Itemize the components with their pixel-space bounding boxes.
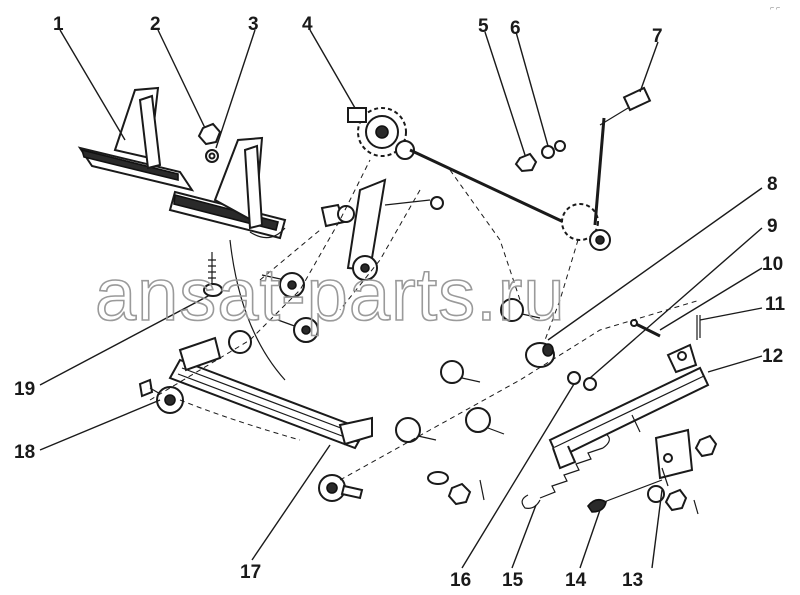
lower-bolt	[318, 474, 364, 502]
leader-lines	[39, 29, 763, 569]
cable-end	[587, 479, 663, 513]
lever-arm	[548, 343, 710, 470]
sprocket-gear	[347, 107, 415, 160]
callout-6: 6	[510, 18, 521, 39]
center-fasteners	[395, 298, 541, 506]
callout-8: 8	[767, 174, 778, 195]
callout-14: 14	[565, 570, 587, 591]
callout-1: 1	[53, 14, 64, 35]
callout-numbers: 1 2 3 4 5 6 7 8 9 10 11 12 13 14 15 16 1…	[14, 14, 786, 591]
callout-19: 19	[14, 379, 35, 400]
callout-10: 10	[762, 254, 783, 275]
long-bolt	[593, 86, 652, 226]
callout-4: 4	[302, 14, 313, 35]
linkage-arm	[320, 178, 444, 281]
pedal-bracket-assembly	[77, 86, 287, 240]
callout-15: 15	[502, 570, 524, 591]
cotter-pin	[696, 315, 701, 340]
watermark-text: ansat-parts.ru	[95, 253, 566, 336]
cross-shaft	[409, 148, 611, 251]
callout-3: 3	[248, 14, 259, 35]
bushing	[525, 342, 555, 368]
pin	[630, 319, 661, 338]
cross-rod-assembly	[168, 239, 373, 450]
pivot-bolts-left	[228, 272, 319, 354]
callout-2: 2	[150, 14, 161, 35]
callout-13: 13	[622, 570, 643, 591]
callout-7: 7	[652, 26, 663, 47]
callout-16: 16	[450, 570, 471, 591]
callout-12: 12	[762, 346, 783, 367]
tension-spring	[521, 433, 610, 509]
callout-9: 9	[767, 216, 778, 237]
nut-and-washer	[197, 122, 222, 163]
shaft-nut-washer	[514, 140, 566, 173]
assembly-dashed-lines	[149, 159, 701, 481]
callout-18: 18	[14, 442, 35, 463]
bolt-with-washer	[138, 378, 184, 414]
corner-mark: ⌐ ⌐	[770, 5, 780, 12]
callout-11: 11	[765, 294, 786, 315]
callout-5: 5	[478, 16, 489, 37]
callout-17: 17	[240, 562, 261, 583]
mounting-bracket	[647, 428, 718, 515]
stud-bolt	[203, 252, 223, 297]
